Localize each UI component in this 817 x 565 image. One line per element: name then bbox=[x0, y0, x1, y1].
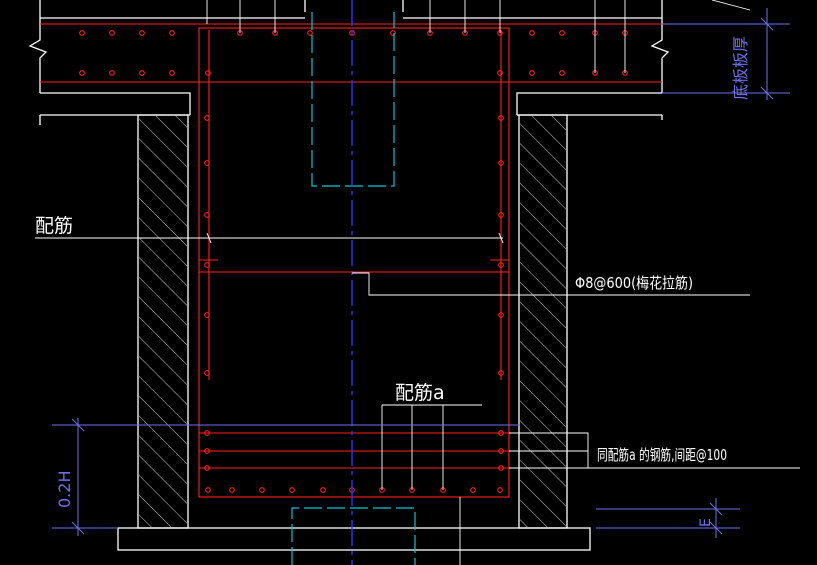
hidden-lines bbox=[291, 12, 416, 565]
rebar-lines bbox=[40, 23, 662, 498]
concrete-outline bbox=[28, 0, 670, 551]
left-wall-hatch bbox=[139, 116, 187, 527]
rebar-dots bbox=[79, 30, 628, 493]
right-wall-hatch bbox=[520, 116, 566, 527]
dimension-lines bbox=[52, 8, 790, 538]
label-peijin-a: 配筋a bbox=[395, 382, 445, 404]
label-peijin: 配筋 bbox=[35, 215, 73, 237]
label-h02: 0.2H bbox=[55, 471, 74, 508]
label-same-as: 同配筋a 的钢筋,间距@100 bbox=[597, 446, 727, 464]
label-slab-thickness: 底板板厚 bbox=[731, 36, 750, 100]
label-tie-bar: Φ8@600(梅花拉筋) bbox=[575, 274, 693, 292]
label-dim-e: E bbox=[698, 518, 714, 527]
